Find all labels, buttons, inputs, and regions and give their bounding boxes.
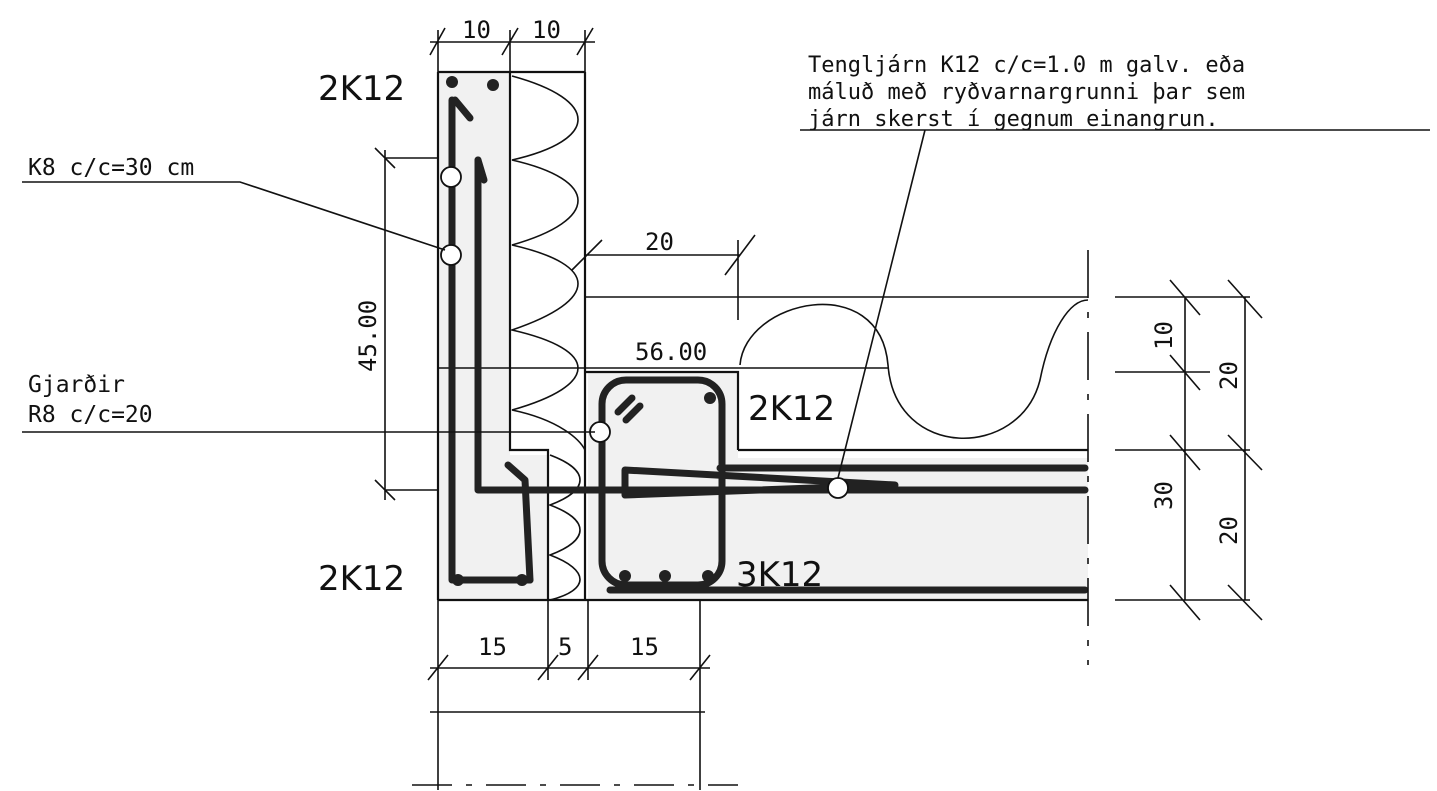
dimension-lines	[374, 27, 1263, 790]
dim-right-outer	[1210, 279, 1263, 621]
label-middle-rebar: 2K12	[748, 389, 835, 429]
section-outlines	[436, 70, 1088, 602]
rebar-dot-top-left	[446, 76, 458, 88]
rebar-dot-beam-bottom-1	[619, 570, 631, 582]
beam-top-edge	[585, 370, 740, 450]
center-lines	[412, 250, 1089, 786]
rebar-dot-bottom-left	[452, 574, 464, 586]
dim-mid-level-text: 56.00	[635, 338, 707, 366]
dim-right-outer-bottom-text: 20	[1215, 516, 1243, 545]
section-marker-1	[440, 166, 462, 188]
reinforcement	[440, 76, 1089, 594]
dim-top-left-text: 10	[462, 16, 491, 44]
label-slab-rebar: 3K12	[736, 555, 823, 595]
dim-top	[429, 27, 595, 72]
dim-bottom-left-text: 15	[478, 633, 507, 661]
dim-right-outer-top-text: 20	[1215, 361, 1243, 390]
note-tie-line2: máluð með ryðvarnargrunni þar sem	[808, 80, 1245, 105]
dim-bottom-right-text: 15	[630, 633, 659, 661]
note-stirrup-line2: R8 c/c=20	[28, 402, 153, 428]
slab-insulation-wave	[739, 299, 1089, 439]
dim-bottom-mid-text: 5	[558, 633, 572, 661]
dim-left-vertical-text: 45.00	[354, 300, 382, 372]
lower-insulation-wave	[547, 454, 581, 601]
dim-right-inner	[1115, 279, 1210, 621]
dim-mid-horizontal-text: 20	[645, 228, 674, 256]
label-bottom-rebar: 2K12	[318, 559, 405, 599]
rebar-dot-bottom-right	[516, 574, 528, 586]
tie-bar	[621, 466, 899, 499]
beam-stirrup	[598, 376, 726, 589]
wall-inner-hook	[474, 156, 488, 184]
leader-tie	[800, 129, 1430, 479]
wall-outline	[436, 70, 585, 600]
dim-top-right-text: 10	[532, 16, 561, 44]
dim-bottom	[427, 600, 711, 790]
dim-left	[374, 147, 438, 501]
footing-hook	[504, 461, 534, 584]
leader-lines	[22, 129, 1430, 479]
rebar-dot-beam-top	[704, 392, 716, 404]
wall-hook-top	[451, 96, 474, 122]
note-tie-line3: járn skerst í gegnum einangrun.	[808, 107, 1219, 132]
note-k8: K8 c/c=30 cm	[28, 155, 194, 181]
wall-insulation-wave	[509, 75, 586, 451]
insulation-waves	[509, 75, 1089, 601]
leader-k8	[22, 181, 446, 251]
note-stirrup-line1: Gjarðir	[28, 372, 125, 398]
dim-mid	[571, 234, 756, 320]
stirrup-hook	[614, 394, 644, 424]
rebar-dot-beam-bottom-2	[659, 570, 671, 582]
section-marker-2	[440, 244, 462, 266]
label-top-rebar: 2K12	[318, 69, 405, 109]
section-marker-4	[827, 477, 849, 499]
rebar-dot-top-right	[487, 79, 499, 91]
wall-inner-bar	[474, 156, 1089, 494]
dim-right-top-text: 10	[1150, 321, 1178, 350]
rebar-dot-beam-bottom-3	[702, 570, 714, 582]
note-tie-line1: Tengljárn K12 c/c=1.0 m galv. eða	[808, 53, 1245, 78]
dim-right-middle-text: 30	[1150, 481, 1178, 510]
